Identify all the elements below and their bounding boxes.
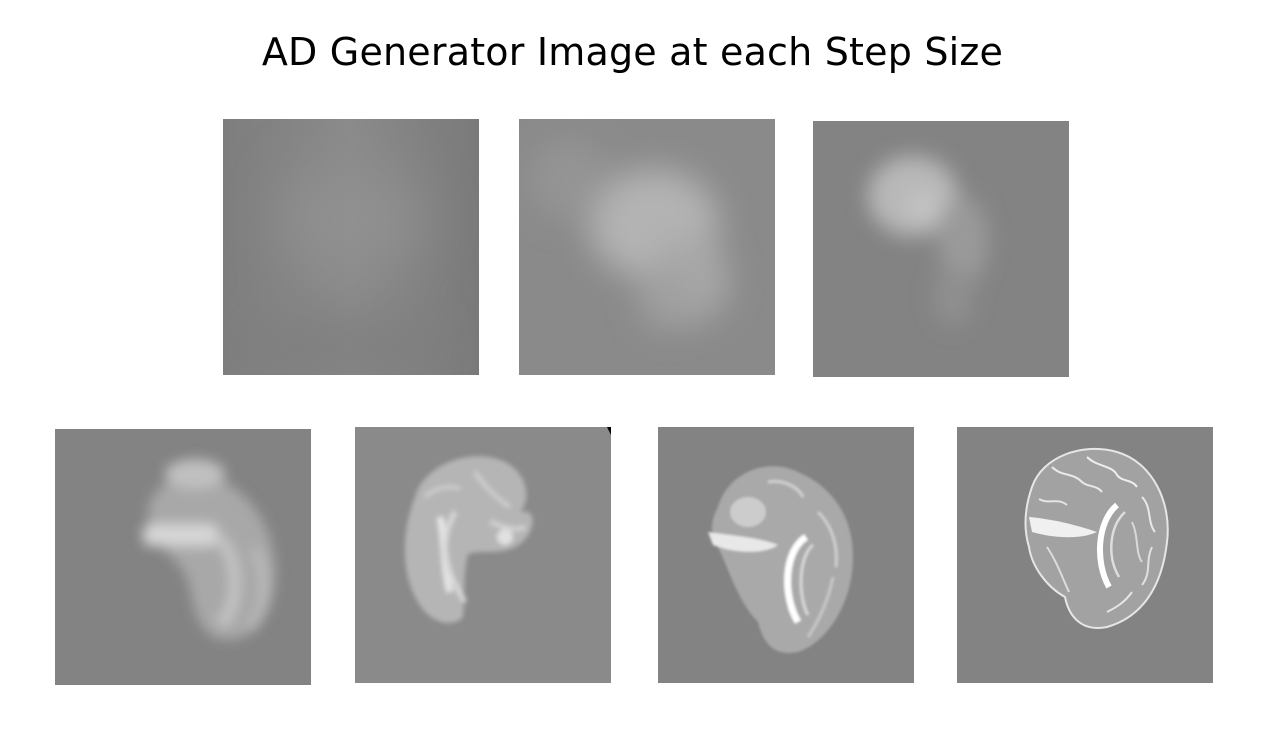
- brain-slice-image: [223, 119, 479, 375]
- step-image-4: [55, 429, 311, 685]
- figure-title: AD Generator Image at each Step Size: [261, 30, 1004, 74]
- brain-slice-image: [519, 119, 775, 375]
- step-image-1: [223, 119, 479, 375]
- step-image-5: [355, 427, 611, 683]
- brain-slice-image: [355, 427, 611, 683]
- step-image-7: [957, 427, 1213, 683]
- brain-slice-image: [957, 427, 1213, 683]
- step-image-2: [519, 119, 775, 375]
- step-image-3: [813, 121, 1069, 377]
- brain-slice-image: [658, 427, 914, 683]
- brain-slice-image: [813, 121, 1069, 377]
- brain-slice-image: [55, 429, 311, 685]
- step-image-6: [658, 427, 914, 683]
